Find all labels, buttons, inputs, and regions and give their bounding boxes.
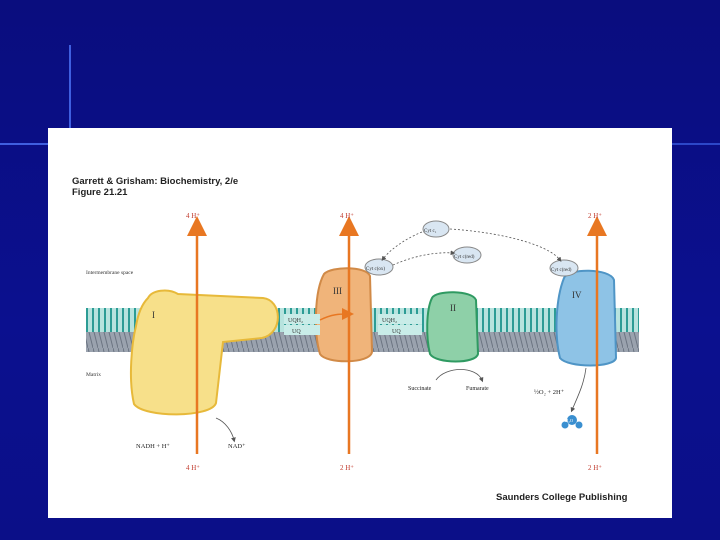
proton-labels: 4 H⁺ 4 H⁺ 2 H⁺ 4 H⁺ 2 H⁺ 2 H⁺: [186, 212, 602, 472]
complex-ii: II: [426, 291, 480, 363]
figure-number: Figure 21.21: [72, 187, 128, 198]
decorative-line-horizontal: [0, 143, 48, 145]
water-label: H₂O: [565, 418, 574, 423]
proton-c4-bottom: 2 H⁺: [588, 464, 602, 472]
cytochrome-c-shuttle: Cyt c₁ Cyt c(ox) Cyt c(red) Cyt c(red): [364, 220, 579, 277]
cyt-c-red2-label: Cyt c(red): [551, 268, 572, 273]
cyt-c-red-label: Cyt c(red): [454, 255, 475, 260]
uqh2-2-label: UQH₂: [382, 318, 397, 324]
complex-iv-label: IV: [572, 290, 582, 300]
fumarate-label: Fumarate: [466, 386, 489, 392]
decorative-line-vertical: [69, 45, 71, 130]
proton-c1-top: 4 H⁺: [186, 212, 200, 220]
oxygen-label: ½O₂ + 2H⁺: [534, 389, 565, 396]
figure-panel: Garrett & Grisham: Biochemistry, 2/e Fig…: [48, 128, 672, 518]
proton-c3-bottom: 2 H⁺: [340, 464, 354, 472]
matrix-label: Matrix: [86, 372, 101, 378]
complex-i: I: [129, 289, 279, 416]
complex-iii-label: III: [333, 286, 342, 296]
proton-c4-top: 2 H⁺: [588, 212, 602, 220]
complex-iv: IV: [555, 269, 618, 367]
ubiquinone-pool: UQH₂ UQ UQH₂ UQ: [284, 308, 422, 335]
complex-ii-label: II: [450, 303, 456, 313]
publisher-credit: Saunders College Publishing: [496, 492, 628, 503]
intermembrane-space-label: Intermembrane space: [86, 270, 134, 276]
nadh-label: NADH + H⁺: [136, 443, 170, 450]
uq-2-label: UQ: [392, 329, 401, 335]
proton-arrows: [187, 216, 607, 454]
complex-i-label: I: [152, 310, 155, 320]
water-molecule-icon: H₂O: [561, 415, 583, 429]
figure-source-title: Garrett & Grisham: Biochemistry, 2/e: [72, 176, 239, 187]
substrate-labels: NADH + H⁺ NAD⁺ Succinate Fumarate ½O₂ + …: [136, 367, 587, 450]
decorative-line-right: [672, 143, 720, 145]
succinate-label: Succinate: [408, 386, 432, 392]
uqh2-label: UQH₂: [288, 318, 303, 324]
nad-label: NAD⁺: [228, 443, 246, 450]
cyt-c-ox-label: Cyt c(ox): [366, 267, 385, 272]
proton-c1-bottom: 4 H⁺: [186, 464, 200, 472]
electron-transport-diagram: I III II IV 4 H⁺ 4 H⁺ 2 H⁺ 4 H⁺: [86, 212, 639, 472]
uq-label: UQ: [292, 329, 301, 335]
proton-c3-top: 4 H⁺: [340, 212, 354, 220]
cyt-c1-label: Cyt c₁: [424, 229, 437, 234]
